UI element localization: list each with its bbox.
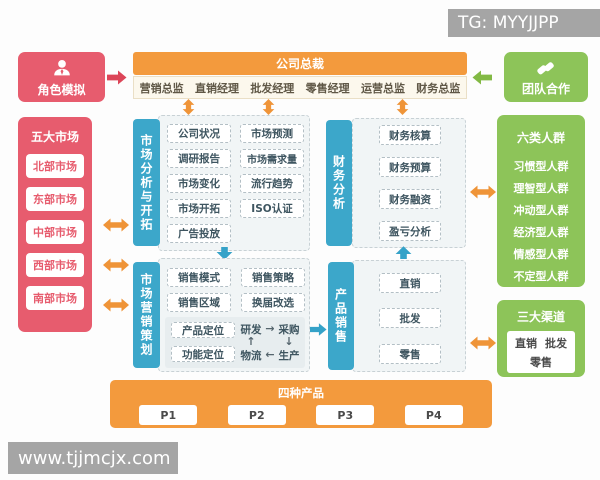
person-icon [51, 57, 73, 79]
cycle-arrow-right-icon: → [265, 322, 275, 335]
five-markets-box: 五大市场 北部市场 东部市场 中部市场 西部市场 南部市场 [18, 117, 92, 332]
arrow-down-icon [216, 247, 233, 260]
cycle-arrow-down-icon: ↓ [284, 335, 294, 348]
market-item: 中部市场 [26, 220, 84, 244]
market-item: 东部市场 [26, 187, 84, 211]
left-right-arrow-icon [470, 185, 496, 199]
group-item: 经济型人群 [513, 226, 569, 239]
sales-item: 直销 [379, 273, 441, 293]
channel-item: 直销 [515, 336, 537, 350]
market-analysis-panel: 公司状况 调研报告 市场变化 市场开拓 广告投放 市场预测 市场需求量 流行趋势… [158, 115, 310, 251]
group-item: 理智型人群 [513, 182, 569, 195]
market-item: 北部市场 [26, 154, 84, 178]
four-products-title: 四种产品 [278, 386, 324, 400]
product-pill: P4 [404, 405, 463, 425]
market-analysis-tab: 市场分析与开拓 [133, 119, 160, 246]
product-pill-row: P1 P2 P3 P4 [110, 405, 492, 425]
teamwork-label: 团队合作 [521, 81, 570, 96]
four-products-box: 四种产品 P1 P2 P3 P4 [110, 380, 492, 428]
cycle-arrow-left-icon: ← [265, 348, 275, 361]
arrow-up-icon [395, 246, 412, 259]
marketing-planning-tab: 市场营销策划 [133, 262, 160, 368]
analysis-item: 调研报告 [167, 149, 231, 168]
analysis-item: 流行趋势 [240, 174, 304, 193]
analysis-item: 市场开拓 [167, 199, 231, 218]
arrow-left-icon [472, 70, 492, 85]
group-item: 习惯型人群 [513, 160, 569, 173]
channel-item: 批发 [545, 336, 567, 350]
up-down-arrow-icon [262, 99, 275, 115]
cycle-node: 生产 [278, 350, 300, 362]
product-pill: P2 [227, 405, 286, 425]
sales-item: 批发 [379, 308, 441, 328]
finance-item: 财务融资 [379, 189, 441, 209]
watermark-bottom-left: www.tjjmcjx.com [8, 442, 178, 474]
five-markets-title: 五大市场 [30, 130, 79, 144]
planning-item: 销售模式 [167, 268, 231, 287]
cycle-node: 采购 [278, 324, 300, 336]
left-right-arrow-icon [470, 336, 496, 350]
analysis-item: 市场预测 [240, 124, 304, 143]
left-right-arrow-icon [103, 218, 129, 232]
manager-label: 财务总监 [416, 81, 461, 95]
six-groups-box: 六类人群 习惯型人群 理智型人群 冲动型人群 经济型人群 情感型人群 不定型人群 [497, 115, 585, 287]
finance-panel: 财务核算 财务预算 财务融资 盈亏分析 [352, 118, 466, 248]
analysis-item: ISO认证 [240, 199, 304, 218]
president-bar: 公司总裁 [133, 52, 467, 75]
product-sales-tab: 产品销售 [328, 262, 354, 370]
production-cycle-box: 产品定位 功能定位 研发 → 采购 ↓ 生产 ← 物流 ↑ [165, 317, 305, 368]
planning-item: 销售策略 [241, 268, 305, 287]
six-groups-title: 六类人群 [516, 131, 565, 145]
finance-item: 财务核算 [379, 125, 441, 145]
role-simulation-box: 角色模拟 [18, 52, 105, 102]
channels-inner-box: 直销 批发 零售 [507, 331, 575, 373]
manager-label: 零售经理 [305, 81, 350, 95]
role-simulation-label: 角色模拟 [37, 82, 86, 97]
analysis-item: 市场需求量 [240, 149, 304, 168]
manager-label: 营销总监 [139, 81, 184, 95]
positioning-item: 产品定位 [171, 322, 235, 338]
market-item: 西部市场 [26, 253, 84, 277]
manager-label: 运营总监 [360, 81, 405, 95]
three-channels-box: 三大渠道 直销 批发 零售 [497, 300, 585, 377]
group-item: 冲动型人群 [513, 204, 569, 217]
left-right-arrow-icon [103, 298, 129, 312]
manager-row: 营销总监 直销经理 批发经理 零售经理 运营总监 财务总监 [133, 76, 467, 99]
product-pill: P1 [139, 405, 198, 425]
cycle-node: 研发 [240, 324, 262, 336]
product-sales-panel: 直销 批发 零售 [352, 260, 466, 372]
manager-label: 直销经理 [194, 81, 239, 95]
up-down-arrow-icon [182, 99, 195, 115]
watermark-top-right: TG: MYYJJPP [448, 9, 600, 37]
sales-item: 零售 [379, 344, 441, 364]
group-item: 情感型人群 [513, 248, 569, 261]
positioning-item: 功能定位 [171, 346, 235, 362]
arrow-right-icon [309, 322, 327, 337]
analysis-item: 广告投放 [167, 224, 231, 243]
finance-item: 盈亏分析 [379, 221, 441, 241]
channels-row: 直销 批发 [515, 335, 567, 351]
handshake-icon [534, 58, 558, 79]
up-down-arrow-icon [396, 99, 409, 115]
analysis-item: 市场变化 [167, 174, 231, 193]
left-right-arrow-icon [103, 258, 129, 272]
arrow-right-icon [107, 70, 127, 85]
planning-item: 换届改选 [241, 293, 305, 312]
channel-item: 零售 [530, 355, 552, 369]
finance-item: 财务预算 [379, 157, 441, 177]
marketing-planning-panel: 销售模式 销售策略 销售区域 换届改选 产品定位 功能定位 研发 → 采购 ↓ … [158, 258, 310, 372]
cycle-arrow-up-icon: ↑ [246, 335, 256, 348]
market-item: 南部市场 [26, 286, 84, 310]
group-item: 不定型人群 [513, 270, 569, 283]
cycle-node: 物流 [240, 350, 262, 362]
three-channels-title: 三大渠道 [516, 310, 565, 324]
finance-tab: 财务分析 [326, 120, 352, 246]
planning-item: 销售区域 [167, 293, 231, 312]
product-pill: P3 [316, 405, 375, 425]
teamwork-box: 团队合作 [504, 52, 588, 102]
manager-label: 批发经理 [250, 81, 295, 95]
analysis-item: 公司状况 [167, 124, 231, 143]
